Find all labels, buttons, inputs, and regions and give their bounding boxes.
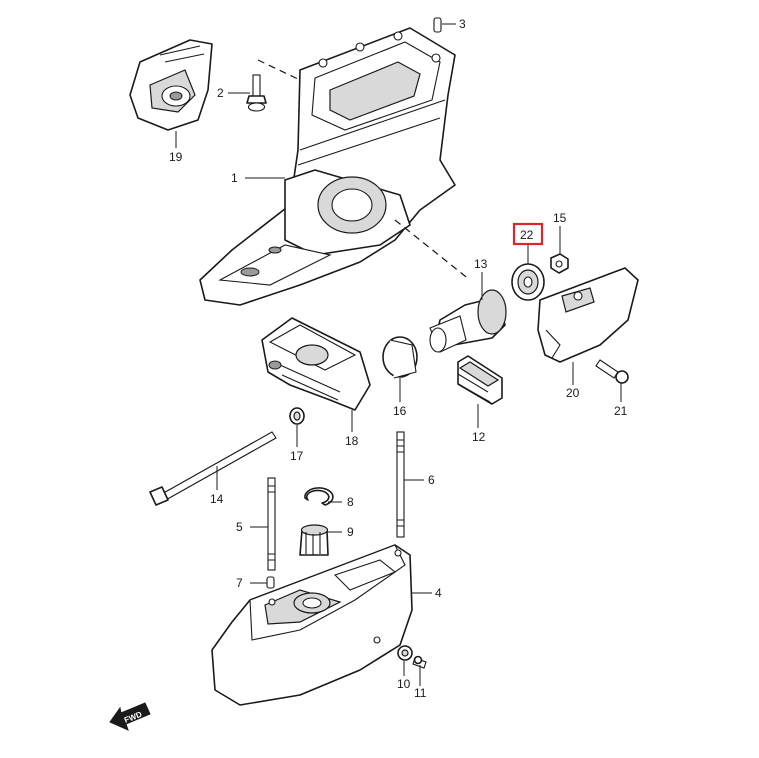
callout-3[interactable]: 3 <box>459 17 466 31</box>
part-17-washer[interactable] <box>289 407 305 425</box>
part-20-cover[interactable] <box>537 267 639 363</box>
part-21-bolt[interactable] <box>595 359 629 384</box>
assembly-guide-line <box>394 219 471 281</box>
part-1-drive-shaft-housing[interactable] <box>199 27 456 306</box>
callout-1[interactable]: 1 <box>231 171 238 185</box>
leader-lines <box>175 23 622 686</box>
callout-5[interactable]: 5 <box>236 520 243 534</box>
part-6-stud[interactable] <box>396 431 405 538</box>
part-4-gear-case[interactable] <box>211 544 413 706</box>
highlight-box <box>512 222 544 246</box>
callout-10[interactable]: 10 <box>397 677 411 691</box>
part-16-bushing[interactable] <box>382 336 418 379</box>
fwd-arrow-icon: FWD <box>109 702 151 731</box>
part-22-washer[interactable] <box>511 263 545 301</box>
part-19-bracket[interactable] <box>129 39 213 131</box>
callout-13[interactable]: 13 <box>474 257 488 271</box>
callout-4[interactable]: 4 <box>435 586 442 600</box>
part-5-stud[interactable] <box>267 477 276 571</box>
callout-21[interactable]: 21 <box>614 404 628 418</box>
callout-12[interactable]: 12 <box>472 430 486 444</box>
part-8-circlip[interactable] <box>304 487 334 506</box>
part-9-coupler[interactable] <box>299 524 329 556</box>
callout-20[interactable]: 20 <box>566 386 580 400</box>
callout-19[interactable]: 19 <box>169 150 183 164</box>
callout-22[interactable]: 22 <box>520 228 534 242</box>
callout-labels: 1 2 3 4 5 6 7 8 9 10 11 12 13 14 15 16 1… <box>169 17 628 700</box>
callout-8[interactable]: 8 <box>347 495 354 509</box>
part-18-bracket[interactable] <box>261 317 371 411</box>
part-11-screw[interactable] <box>412 655 427 669</box>
part-14-long-bolt[interactable] <box>149 431 277 506</box>
part-3-dowel-pin[interactable] <box>433 17 442 33</box>
callout-11[interactable]: 11 <box>414 686 427 700</box>
callout-9[interactable]: 9 <box>347 525 354 539</box>
callout-2[interactable]: 2 <box>217 86 224 100</box>
callout-18[interactable]: 18 <box>345 434 359 448</box>
part-12-rubber-pads[interactable] <box>457 355 503 405</box>
callout-6[interactable]: 6 <box>428 473 435 487</box>
callout-15[interactable]: 15 <box>553 211 567 225</box>
part-2-bolt[interactable] <box>246 74 267 112</box>
part-10-cap[interactable] <box>397 645 413 661</box>
callout-7[interactable]: 7 <box>236 576 243 590</box>
assembly-guide-line <box>257 59 301 81</box>
part-7-dowel-pin[interactable] <box>266 576 275 589</box>
callout-14[interactable]: 14 <box>210 492 224 506</box>
callout-16[interactable]: 16 <box>393 404 407 418</box>
part-15-nut[interactable] <box>550 253 569 274</box>
part-13-rubber-mount[interactable] <box>429 289 507 353</box>
callout-17[interactable]: 17 <box>290 449 304 463</box>
